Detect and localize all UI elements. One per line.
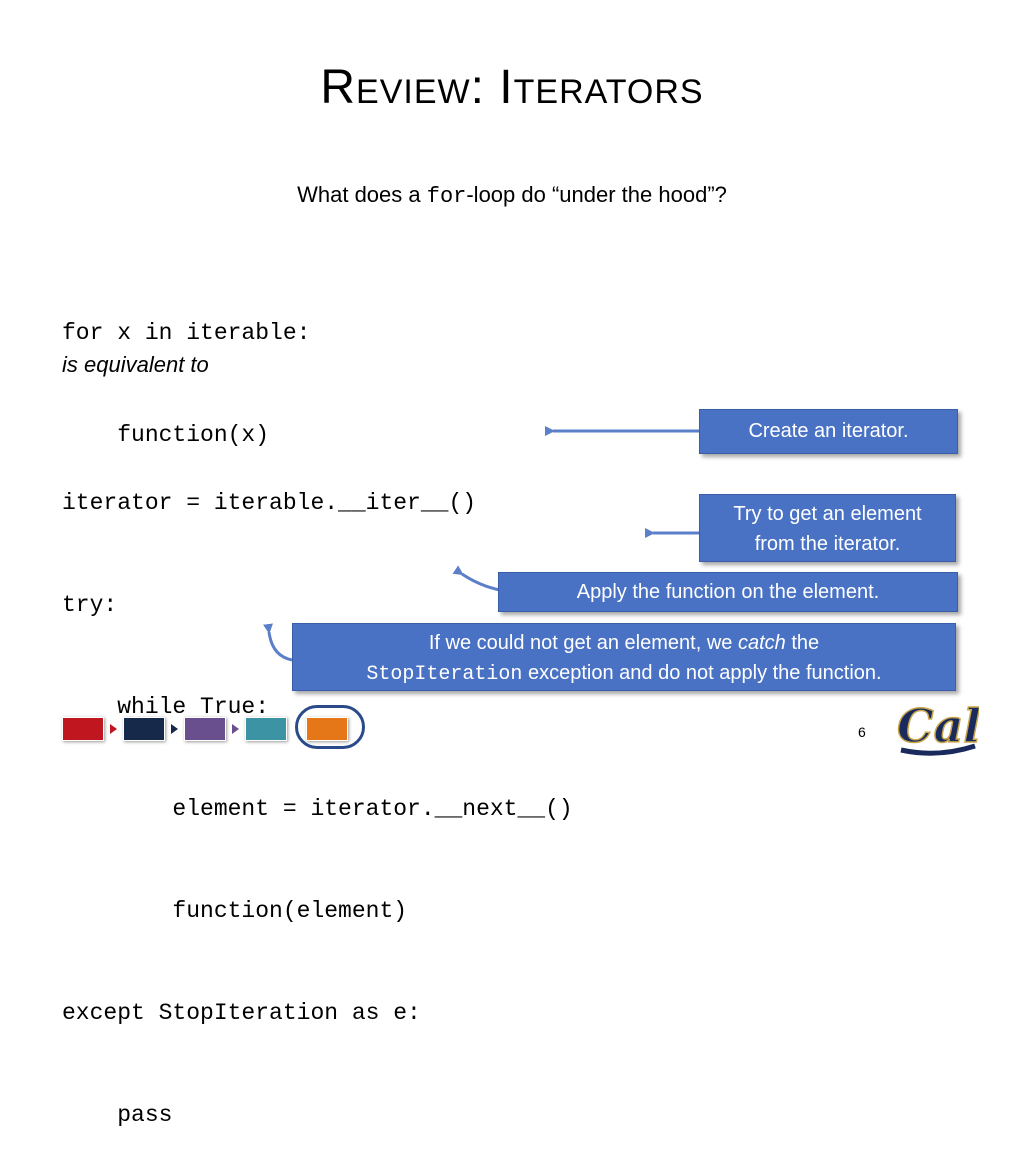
code-line: except StopIteration as e: bbox=[62, 1000, 421, 1026]
code-line: try: bbox=[62, 592, 118, 618]
code-line: for x in iterable: bbox=[62, 320, 311, 346]
catch-pre-text: If we could not get an element, we bbox=[428, 632, 738, 654]
nav-arrow-icon bbox=[232, 724, 239, 734]
subtitle-pre: What does a bbox=[297, 182, 427, 207]
callout-next-line2: from the iterator. bbox=[754, 533, 901, 555]
nav-section-5[interactable] bbox=[306, 717, 348, 741]
nav-section-1[interactable] bbox=[62, 717, 104, 741]
page-number: 6 bbox=[858, 724, 866, 740]
code-line: element = iterator.__next__() bbox=[62, 796, 573, 822]
nav-arrow-icon bbox=[110, 724, 117, 734]
cal-logo-text: Cal bbox=[897, 699, 979, 753]
code-line: while True: bbox=[62, 694, 270, 720]
catch-tail-text: exception and do not apply the function. bbox=[522, 662, 882, 684]
callout-create-text: Create an iterator. bbox=[748, 420, 909, 442]
section-nav bbox=[60, 705, 380, 749]
nav-arrow-icon bbox=[171, 724, 178, 734]
code-line: pass bbox=[62, 1102, 173, 1128]
callout-apply-text: Apply the function on the element. bbox=[576, 581, 880, 603]
nav-section-3[interactable] bbox=[184, 717, 226, 741]
callout-apply-function: Apply the function on the element. bbox=[498, 572, 958, 612]
code-block-for-loop: for x in iterable: function(x) bbox=[62, 248, 310, 486]
catch-post-text: the bbox=[785, 632, 820, 654]
catch-emphasis: catch bbox=[737, 632, 786, 654]
cal-logo: Cal bbox=[896, 698, 979, 756]
callout-create-iterator: Create an iterator. bbox=[699, 409, 958, 454]
nav-section-4[interactable] bbox=[245, 717, 287, 741]
code-line: function(x) bbox=[62, 422, 270, 448]
callout-catch-line1: If we could not get an element, we catch… bbox=[293, 628, 955, 658]
arrow-apply bbox=[452, 565, 501, 592]
callout-catch-exception: If we could not get an element, we catch… bbox=[292, 623, 956, 691]
callout-next-line1: Try to get an element bbox=[733, 503, 922, 525]
code-line: function(element) bbox=[62, 898, 408, 924]
catch-code: StopIteration bbox=[366, 663, 523, 686]
slide-title: Review: Iterators bbox=[320, 61, 704, 114]
callout-arrows bbox=[263, 426, 700, 662]
nav-current-ring bbox=[295, 705, 365, 749]
slide-subtitle: What does a for-loop do “under the hood”… bbox=[0, 182, 1024, 209]
equivalent-label: is equivalent to bbox=[62, 352, 209, 377]
callout-catch-line2: StopIteration exception and do not apply… bbox=[293, 658, 955, 690]
arrow-catch bbox=[263, 623, 293, 662]
subtitle-code: for bbox=[426, 184, 467, 209]
code-line: iterator = iterable.__iter__() bbox=[62, 490, 477, 516]
subtitle-post: -loop do “under the hood”? bbox=[466, 182, 727, 207]
callout-next-element: Try to get an element from the iterator. bbox=[699, 494, 956, 562]
nav-section-2[interactable] bbox=[123, 717, 165, 741]
